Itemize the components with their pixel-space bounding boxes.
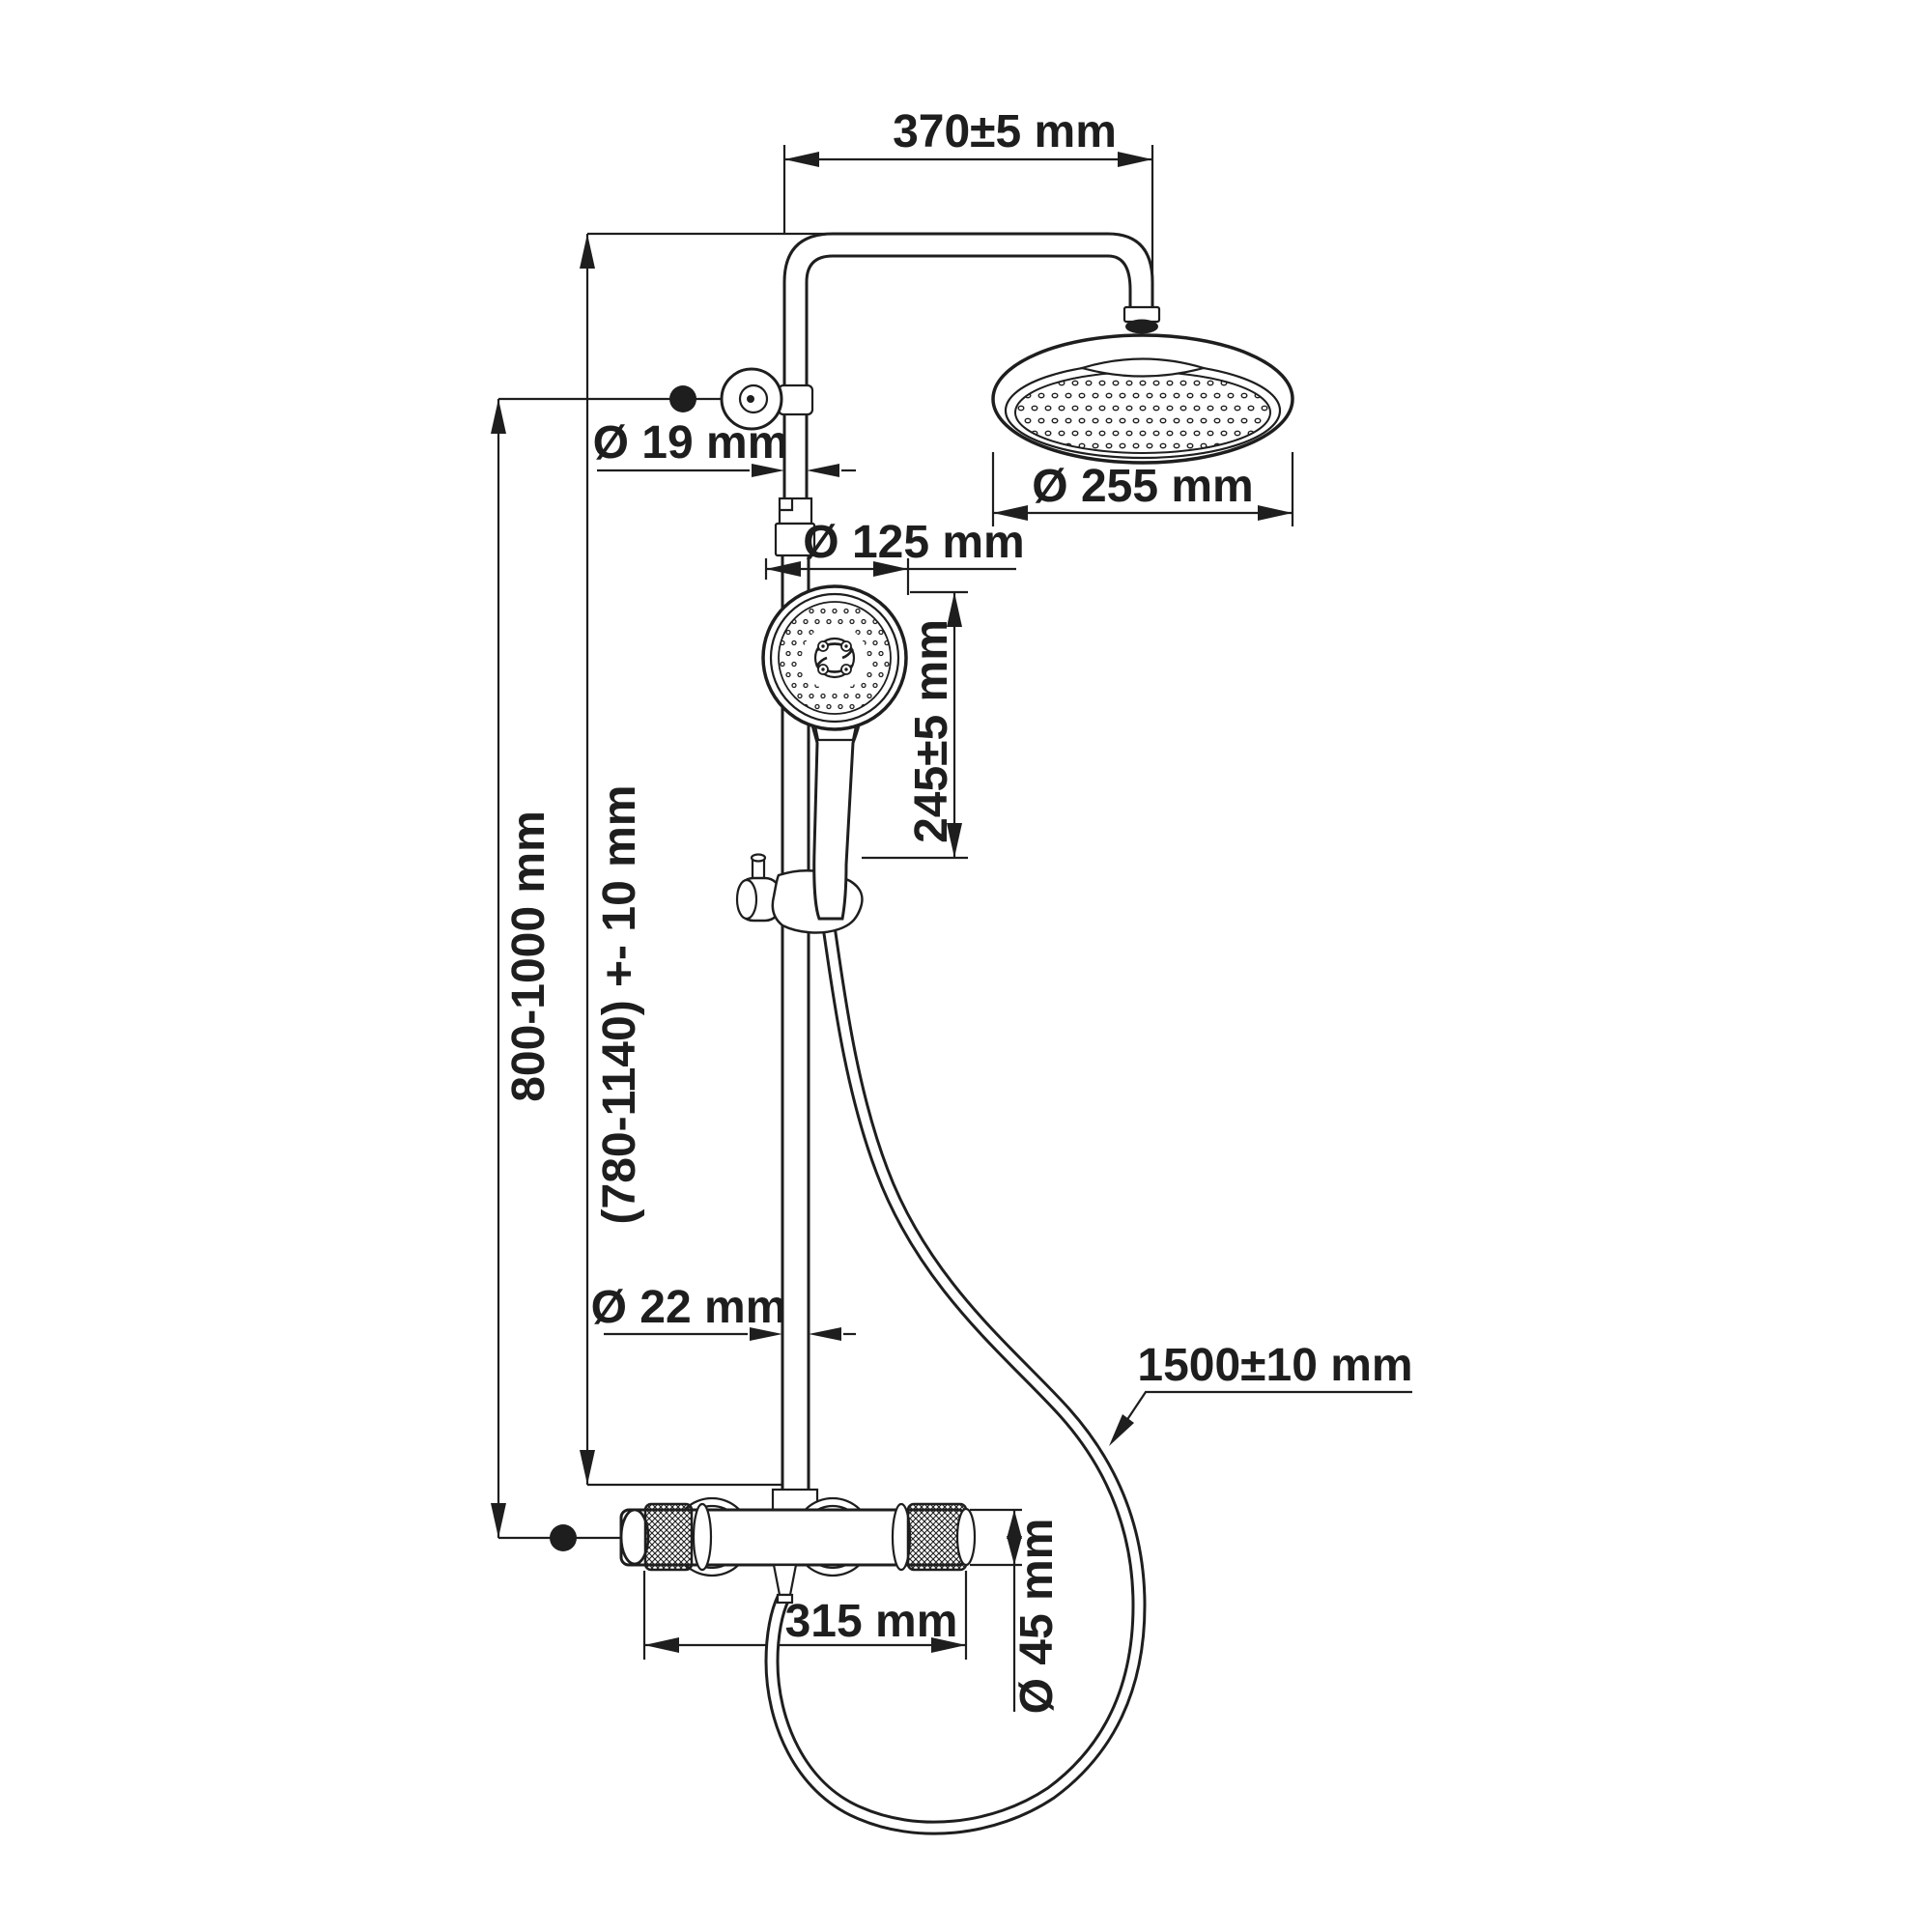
dimension-hose-1500-leader — [1109, 1390, 1412, 1446]
dimension-hand-shower-245 — [862, 590, 968, 860]
overhead-shower-head — [991, 305, 1294, 465]
wall-fixing-point-upper — [669, 385, 696, 412]
shower-hose — [764, 919, 1147, 1835]
head-top-lens — [1077, 357, 1208, 378]
label-pipe-upper-diameter: Ø 19 mm — [593, 417, 789, 469]
label-pipe-lower-diameter: Ø 22 mm — [591, 1282, 787, 1333]
label-arm-width: 370±5 mm — [893, 106, 1117, 157]
head-spray-face — [1014, 371, 1271, 454]
head-ball-joint — [1125, 319, 1158, 334]
dimension-head-255 — [991, 452, 1294, 526]
dimension-labels: 370±5 mm Ø 19 mm Ø 255 mm Ø 125 mm 245±5… — [503, 106, 1413, 1714]
hand-shower-handle[interactable] — [808, 710, 864, 921]
mixer-left-knob[interactable] — [643, 1502, 694, 1572]
label-head-diameter: Ø 255 mm — [1032, 461, 1253, 512]
dimension-arm-width-370 — [782, 145, 1154, 307]
mixer-right-cap — [955, 1507, 977, 1567]
dimension-mixer-45 — [970, 1508, 1022, 1712]
label-hand-shower-height: 245±5 mm — [906, 619, 957, 843]
label-mixer-width: 315 mm — [785, 1596, 958, 1647]
dimension-mixer-315 — [642, 1571, 968, 1660]
dimension-pipe-19 — [597, 464, 856, 477]
dimension-riser-780-1140 — [580, 232, 833, 1487]
label-mixer-body-diameter: Ø 45 mm — [1011, 1519, 1063, 1715]
label-hand-shower-diameter: Ø 125 mm — [803, 517, 1024, 568]
dimension-wall-mount-800-1000 — [491, 385, 721, 1551]
pipe-reducer-connector — [774, 497, 816, 557]
dimension-pipe-22 — [604, 1327, 856, 1341]
thermostatic-mixer — [619, 1488, 977, 1605]
wall-fixing-point-lower — [550, 1524, 577, 1551]
face-screws — [817, 640, 852, 675]
label-riser-height-range: (780-1140) +- 10 mm — [594, 785, 645, 1225]
label-hose-length: 1500±10 mm — [1137, 1340, 1412, 1391]
hose-outlet-nozzle — [772, 1563, 798, 1597]
hand-shower[interactable] — [761, 584, 908, 921]
label-wall-mount-distance: 800-1000 mm — [503, 810, 554, 1102]
upper-wall-bracket — [720, 367, 814, 431]
